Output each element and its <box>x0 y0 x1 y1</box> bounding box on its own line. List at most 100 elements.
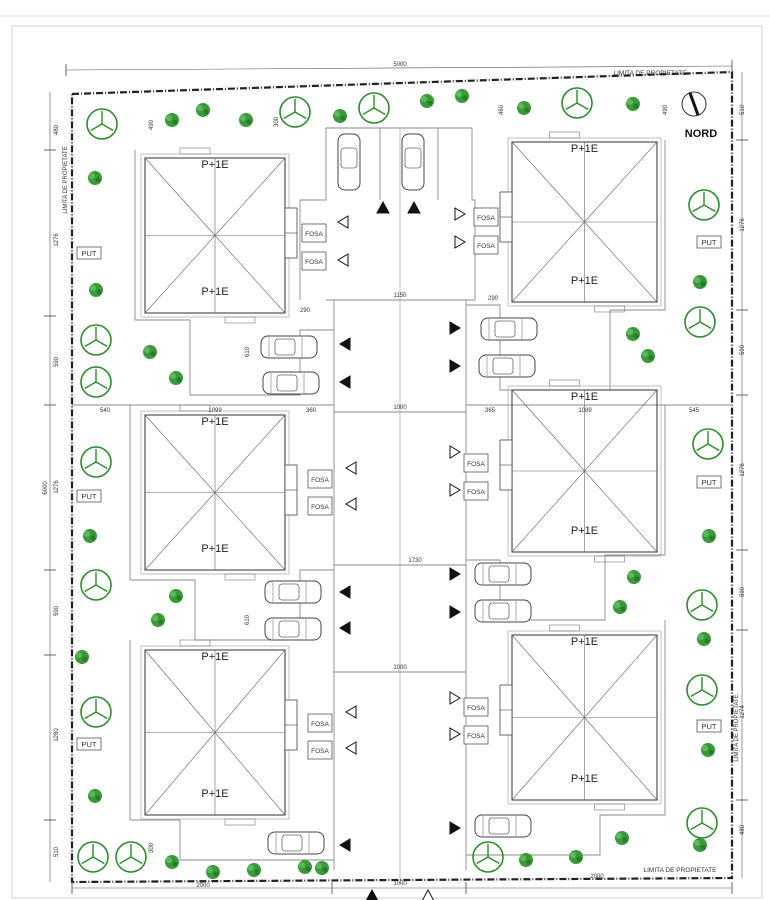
tree-icon <box>80 569 112 601</box>
property-limit-right: LIMITA DE PROPIETATE <box>734 694 740 761</box>
direction-marker <box>339 375 351 389</box>
dim-setback-1: 300 <box>274 116 280 127</box>
shrub-icon <box>165 113 179 127</box>
tree-icon <box>472 841 504 873</box>
septic-tank-5: FOSA <box>307 469 333 489</box>
direction-marker <box>337 253 349 267</box>
house-6-upper-label: P+1E <box>571 636 598 648</box>
tree-icon <box>86 108 118 140</box>
house-5-upper-label: P+1E <box>201 651 228 663</box>
direction-marker <box>365 888 379 900</box>
direction-marker <box>449 605 461 619</box>
dim-left-5: 1280 <box>54 728 60 742</box>
car-left-4 <box>264 617 322 641</box>
septic-tank-11: FOSA <box>463 697 489 717</box>
shrub-icon <box>298 860 312 874</box>
tree-icon <box>686 589 718 621</box>
dim-left-total: 6000 <box>43 481 49 495</box>
dim-left-6: 510 <box>54 846 60 857</box>
dim-left-0: 480 <box>54 124 60 135</box>
left-dimension-chain <box>44 92 56 882</box>
car-left-2 <box>262 371 320 395</box>
septic-tank-label: FOSA <box>305 231 323 238</box>
tree-icon <box>684 306 716 338</box>
well-label: PUT <box>702 722 717 731</box>
car-left-3 <box>264 580 322 604</box>
tree-icon <box>77 841 109 873</box>
dim-setback-0: 490 <box>149 119 155 130</box>
direction-marker <box>449 359 461 373</box>
car-right-5 <box>474 814 532 838</box>
dim-house-1089: 1089 <box>578 408 592 414</box>
dim-setback-5: 610 <box>245 614 251 625</box>
well-label: PUT <box>702 238 717 247</box>
shrub-icon <box>626 327 640 341</box>
dim-setback-6: 300 <box>149 842 155 853</box>
shrub-icon <box>615 831 629 845</box>
septic-tank-label: FOSA <box>467 461 485 468</box>
septic-tank-7: FOSA <box>463 453 489 473</box>
septic-tank-1: FOSA <box>301 223 327 243</box>
car-right-2 <box>478 354 536 378</box>
lot-lines <box>72 140 732 861</box>
car-right-4 <box>474 599 532 623</box>
septic-tank-9: FOSA <box>307 713 333 733</box>
dim-gap-290-right: 290 <box>488 296 499 302</box>
septic-tank-10: FOSA <box>307 740 333 760</box>
shrub-icon <box>315 861 329 875</box>
shrub-icon <box>455 89 469 103</box>
right-dimension-chain <box>736 72 748 878</box>
shrub-icon <box>151 613 165 627</box>
shrub-icon <box>165 855 179 869</box>
shrub-icon <box>75 650 89 664</box>
dim-gap-290-left: 290 <box>300 308 311 314</box>
tree-icon <box>80 696 112 728</box>
direction-marker <box>345 741 357 755</box>
dim-bottom-center: 1000 <box>393 881 407 887</box>
shrub-icon <box>702 529 716 543</box>
septic-tank-label: FOSA <box>477 215 495 222</box>
car-right-1 <box>480 317 538 341</box>
house-6: P+1EP+1E <box>499 624 662 811</box>
septic-tank-2: FOSA <box>301 251 327 271</box>
shrub-icon <box>143 345 157 359</box>
dim-road-1150: 1150 <box>394 293 408 299</box>
septic-tank-label: FOSA <box>467 733 485 740</box>
shrub-icon <box>626 97 640 111</box>
dim-setback-2: 460 <box>499 104 505 115</box>
dim-bottom-left: 2000 <box>196 883 210 889</box>
shrub-icon <box>697 632 711 646</box>
house-1-upper-label: P+1E <box>201 159 228 171</box>
house-4-lower-label: P+1E <box>571 525 598 537</box>
dim-right-3: 1276 <box>740 463 746 477</box>
septic-tank-6: FOSA <box>307 496 333 516</box>
dim-right-5: 1274 <box>740 705 746 719</box>
septic-tank-label: FOSA <box>311 477 329 484</box>
north-label: NORD <box>685 128 717 140</box>
property-limit-left: LIMITA DE PROPIETATE <box>63 146 69 213</box>
septic-tank-label: FOSA <box>477 243 495 250</box>
dim-left-4: 590 <box>54 605 60 616</box>
well-4: PUT <box>696 235 722 249</box>
house-2-lower-label: P+1E <box>571 275 598 287</box>
septic-tank-label: FOSA <box>467 489 485 496</box>
dim-gap-545: 545 <box>689 408 700 414</box>
shrub-icon <box>239 113 253 127</box>
tree-icon <box>80 446 112 478</box>
dim-left-3: 1276 <box>54 480 60 494</box>
shrub-icon <box>693 275 707 289</box>
direction-marker <box>449 445 461 459</box>
house-2: P+1EP+1E <box>499 131 662 313</box>
direction-marker <box>339 337 351 351</box>
house-1: P+1EP+1E <box>140 147 298 324</box>
dim-gap-540: 540 <box>100 408 111 414</box>
dim-right-2: 590 <box>740 344 746 355</box>
house-5-lower-label: P+1E <box>201 788 228 800</box>
shrub-icon <box>196 103 210 117</box>
shrub-icon <box>83 529 97 543</box>
tree-icon <box>561 87 593 119</box>
dim-left-1: 1276 <box>54 233 60 247</box>
well-1: PUT <box>76 246 102 260</box>
houses-layer: P+1EP+1EP+1EP+1EP+1EP+1EP+1EP+1EP+1EP+1E… <box>140 131 662 826</box>
